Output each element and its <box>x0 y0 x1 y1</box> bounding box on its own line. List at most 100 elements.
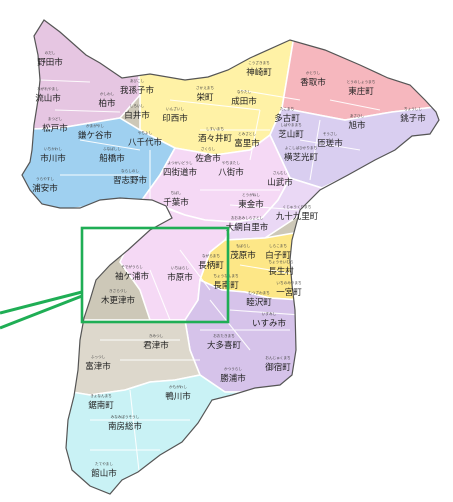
city-name: 柏市 <box>98 98 116 109</box>
city-name: 鴨川市 <box>165 391 191 402</box>
city-reading: いんざいし <box>166 106 184 111</box>
callout-line-lower <box>0 294 83 330</box>
city-name: 野田市 <box>37 57 63 68</box>
city-name: 四街道市 <box>163 167 198 178</box>
city-reading: ちばし <box>171 190 182 195</box>
city-name: 銚子市 <box>400 113 426 124</box>
callout-line-upper <box>0 290 83 315</box>
city-name: 神崎町 <box>246 67 272 78</box>
city-reading: うらやすし <box>36 176 54 181</box>
city-name: 一宮町 <box>276 287 302 298</box>
city-reading: いちはらし <box>171 265 189 270</box>
city-reading: さくらし <box>201 146 216 151</box>
city-reading: いちのみやまち <box>276 280 302 285</box>
city-name: 袖ケ浦市 <box>115 271 150 282</box>
city-reading: のだし <box>45 50 56 55</box>
city-name: 成田市 <box>231 96 257 107</box>
city-reading: くじゅうくりまち <box>283 204 312 209</box>
city-name: 君津市 <box>143 340 169 351</box>
city-reading: たてやまし <box>95 461 113 466</box>
city-reading: かまがやし <box>86 123 104 128</box>
city-reading: きさらづし <box>109 288 127 293</box>
city-name: 酒々井町 <box>198 133 233 144</box>
city-name: 鎌ケ谷市 <box>78 130 113 141</box>
city-reading: ちょうしし <box>404 106 422 111</box>
city-name: 館山市 <box>91 468 117 479</box>
city-name: 白子町 <box>265 250 291 261</box>
city-reading: よつかいどうし <box>167 160 193 165</box>
highlight-box <box>80 226 230 324</box>
city-reading: ながらまち <box>202 253 220 258</box>
city-name: 茂原市 <box>230 250 256 261</box>
city-name: 山武市 <box>267 177 293 188</box>
city-name: 長生村 <box>268 266 294 277</box>
city-reading: きみつし <box>149 333 164 338</box>
city-name: 鋸南町 <box>88 400 114 411</box>
city-name: 香取市 <box>300 77 326 88</box>
city-name: 長柄町 <box>198 260 224 271</box>
city-name: 浦安市 <box>32 183 58 194</box>
city-reading: おおあみしらさとし <box>231 215 264 220</box>
city-name: 佐倉市 <box>195 153 221 164</box>
city-name: 東庄町 <box>348 86 374 97</box>
city-reading: さんむし <box>273 170 288 175</box>
city-reading: そでがうらし <box>121 264 143 269</box>
city-reading: たこまち <box>280 106 295 111</box>
city-reading: おおたきまち <box>213 333 235 338</box>
city-reading: ならしのし <box>121 168 139 173</box>
city-name: 旭市 <box>348 120 366 131</box>
city-reading: いすみし <box>262 311 277 316</box>
city-name: 九十九里町 <box>276 211 319 222</box>
city-reading: とみさとし <box>238 131 256 136</box>
city-name: 我孫子市 <box>120 85 155 96</box>
city-name: 富里市 <box>234 138 260 149</box>
city-reading: やちまたし <box>222 160 240 165</box>
city-reading: しすいまち <box>206 126 224 131</box>
city-name: 御宿町 <box>265 362 291 373</box>
city-reading: とうがねし <box>242 192 260 197</box>
city-reading: いちかわし <box>44 146 62 151</box>
city-reading: ながれやまし <box>37 86 59 91</box>
city-name: 栄町 <box>196 92 214 103</box>
city-reading: まつどし <box>48 116 63 121</box>
city-name: 勝浦市 <box>220 373 246 384</box>
city-name: 富津市 <box>85 361 111 372</box>
city-reading: きょなんまち <box>90 393 112 398</box>
city-reading: あさひし <box>350 113 365 118</box>
city-reading: むつざわまち <box>248 290 270 295</box>
city-name: 松戸市 <box>42 123 68 134</box>
prefecture-outline <box>21 19 440 495</box>
city-reading: かとりし <box>306 70 321 75</box>
